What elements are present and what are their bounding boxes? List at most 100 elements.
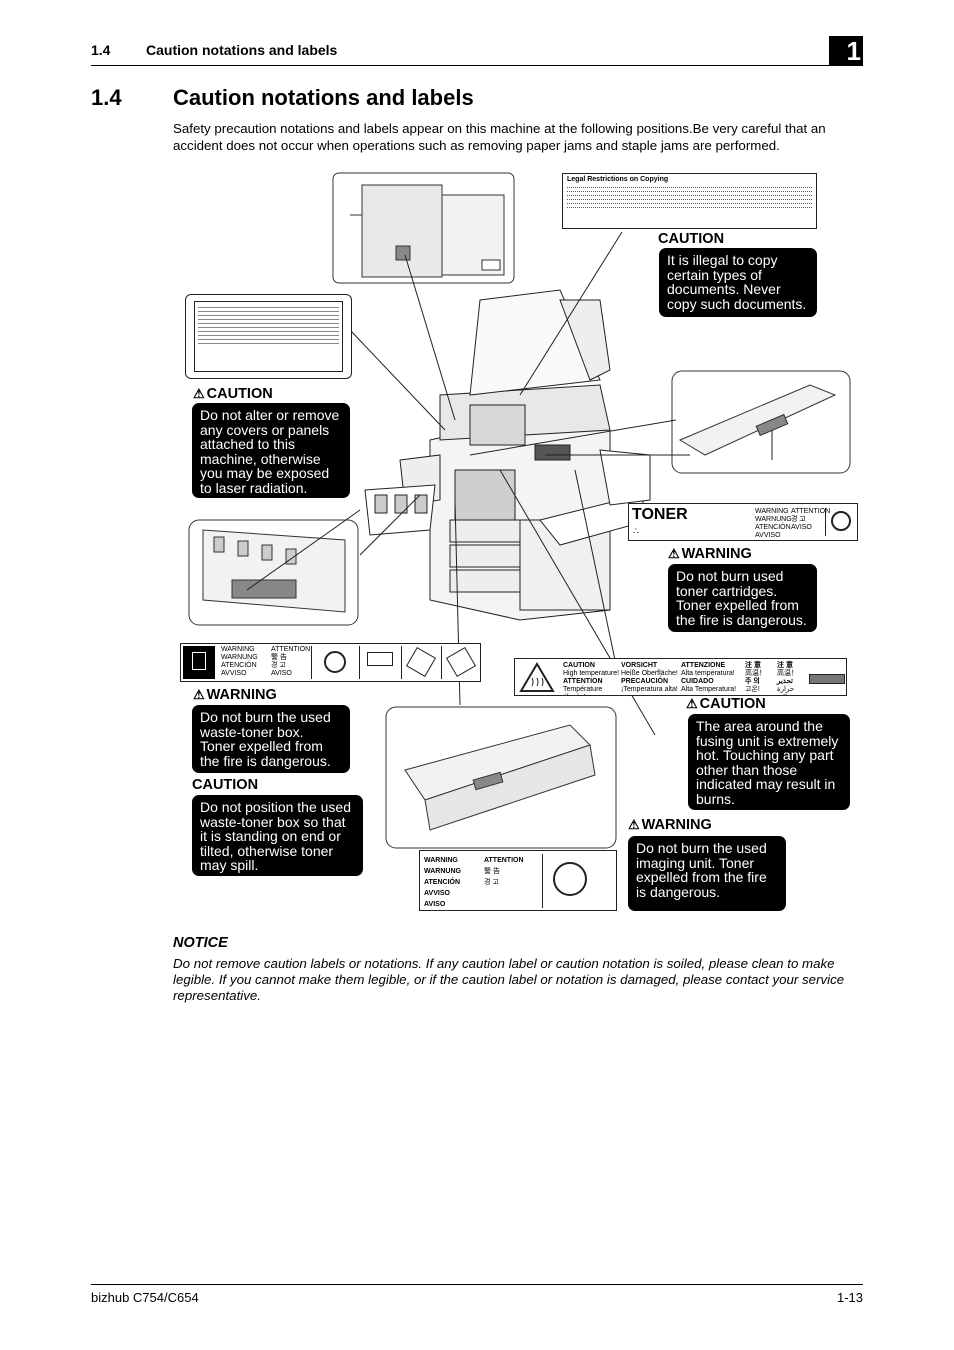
fusing-col2-line2: Heiße Oberfläche! [621, 670, 678, 677]
waste-line-7: 警 告 [271, 654, 287, 661]
imaging-unit-label: WARNING WARNUNG ATENCIÓN AVVISO AVISO AT… [419, 850, 617, 911]
toner-warning-message: Do not burn used toner cartridges. Toner… [668, 564, 817, 632]
no-fire-imaging-icon [542, 854, 615, 908]
section-heading-title: Caution notations and labels [173, 85, 474, 110]
waste-toner-label: WARNING WARNUNG ATENCIÓN AVVISO ATTENTIO… [180, 643, 481, 682]
toner-warning-heading-text: WARNING [681, 546, 752, 562]
warning-triangle-icon: ⚠ [193, 386, 205, 401]
fusing-unit-icon [809, 662, 845, 693]
waste-toner-box-icon [183, 646, 215, 679]
imaging-line-2: WARNUNG [424, 868, 461, 875]
fusing-col5-line3: تحذير [777, 678, 793, 685]
waste-line-8: 경 고 [271, 662, 286, 669]
toner-line-4: AVVISO [755, 532, 781, 539]
fusing-col2-line1: VORSICHT [621, 662, 658, 669]
waste-line-6: ATTENTION [271, 646, 311, 653]
fusing-unit-label: CAUTION High temperature! ATTENTION Temp… [514, 658, 847, 696]
legal-restrictions-title: Legal Restrictions on Copying [567, 176, 669, 183]
fusing-col2-line3: PRECAUCIÓN [621, 678, 669, 685]
chapter-number-tab: 1 [829, 36, 863, 66]
copy-caution-heading: CAUTION [658, 231, 725, 247]
laser-warning-label [185, 294, 352, 379]
fusing-col4-line2: 高温！ [745, 670, 766, 677]
laser-caution-heading: ⚠CAUTION [193, 386, 273, 402]
running-header-number: 1.4 [91, 42, 111, 58]
fusing-col5-line2: 高温！ [777, 670, 798, 677]
fusing-col3-line4: Alta Temperatura! [681, 686, 737, 693]
notice-heading: NOTICE [173, 935, 228, 951]
waste-line-2: WARNUNG [221, 654, 258, 661]
fusing-col4-line4: 고온! [745, 686, 760, 693]
waste-warning-heading-text: WARNING [206, 687, 277, 703]
waste-line-1: WARNING [221, 646, 255, 653]
toner-label: TONER ∴ WARNING WARNUNG ATENCIÓN AVVISO … [628, 503, 858, 541]
fusing-col1-line3: ATTENTION [563, 678, 603, 685]
footer-model: bizhub C754/C654 [91, 1290, 199, 1305]
waste-caution-heading: CAUTION [192, 777, 259, 793]
waste-line-5: AVISO [271, 670, 292, 677]
footer-rule [91, 1284, 863, 1285]
fusing-caution-heading: ⚠CAUTION [686, 696, 766, 712]
fusing-col5-line1: 注 意 [777, 662, 793, 669]
toner-warning-heading: ⚠WARNING [668, 546, 752, 562]
no-end-icon [441, 646, 480, 679]
fusing-col3-line1: ATTENZIONE [681, 662, 726, 669]
fusing-col2-line4: ¡Temperatura alta! [621, 686, 678, 693]
fusing-col3-line3: CUIDADO [681, 678, 714, 685]
imaging-warning-heading-text: WARNING [641, 817, 712, 833]
footer-page-number: 1-13 [836, 1290, 863, 1305]
fusing-col1-line4: Température élevée! [563, 686, 603, 695]
waste-line-4: AVVISO [221, 670, 247, 677]
imaging-line-7: 警 告 [484, 868, 500, 875]
warning-triangle-icon: ⚠ [628, 817, 640, 832]
notice-text: Do not remove caution labels or notation… [173, 956, 845, 1003]
fusing-col5-line4: حرارة عالية [777, 686, 795, 695]
toner-dots-icon: ∴ [633, 526, 639, 536]
toner-line-5: AVISO [791, 524, 812, 531]
imaging-line-8: 경 고 [484, 879, 499, 886]
fusing-col1-line1: CAUTION [563, 662, 595, 669]
warning-triangle-icon: ⚠ [668, 546, 680, 561]
legal-restrictions-text-lines [567, 187, 812, 208]
fusing-col3-line2: Alta temperatura! [681, 670, 735, 677]
fusing-col4-line3: 주 의 [745, 678, 760, 685]
running-header-title: Caution notations and labels [146, 42, 338, 58]
imaging-warning-message: Do not burn the used imaging unit. Toner… [628, 836, 786, 911]
imaging-line-3: ATENCIÓN [424, 879, 461, 886]
no-tilt-icon [401, 646, 440, 679]
section-heading-number: 1.4 [91, 85, 122, 110]
warning-triangle-icon: ⚠ [686, 696, 698, 711]
fusing-col1-line2: High temperature! [563, 670, 620, 677]
imaging-line-4: AVVISO [424, 890, 450, 897]
imaging-line-5: AVISO [424, 901, 446, 908]
waste-warning-heading: ⚠WARNING [193, 687, 277, 703]
caution-labels-figure: Legal Restrictions on Copying CAUTION It… [180, 172, 858, 911]
laser-caution-message: Do not alter or remove any covers or pan… [192, 403, 350, 498]
warning-triangle-icon: ⚠ [193, 687, 205, 702]
machine-illustration [188, 172, 851, 849]
legal-restrictions-label: Legal Restrictions on Copying [562, 173, 817, 229]
toner-line-6: ATTENTION [791, 508, 831, 515]
no-fire-icon [825, 508, 856, 536]
imaging-warning-heading: ⚠WARNING [628, 817, 712, 833]
toner-line-2: WARNUNG [755, 516, 792, 523]
imaging-line-1: WARNING [424, 857, 458, 864]
waste-line-3: ATENCIÓN [221, 662, 257, 669]
toner-line-7: 경 고 [791, 516, 806, 523]
intro-paragraph: Safety precaution notations and labels a… [173, 121, 826, 153]
waste-warning-message: Do not burn the used waste-toner box. To… [192, 705, 350, 773]
no-fire-icon [311, 646, 357, 679]
waste-caution-message: Do not position the used waste-toner box… [192, 795, 363, 876]
copy-caution-message: It is illegal to copy certain types of d… [659, 248, 817, 317]
upright-box-icon [359, 646, 400, 679]
laser-caution-heading-text: CAUTION [206, 386, 273, 402]
fusing-col4-line1: 注 意 [745, 662, 761, 669]
fusing-caution-heading-text: CAUTION [699, 696, 766, 712]
toner-line-1: WARNING [755, 508, 789, 515]
fusing-caution-message: The area around the fusing unit is extre… [688, 714, 850, 810]
hot-surface-icon [519, 662, 555, 693]
toner-word: TONER [632, 506, 688, 523]
header-rule [91, 65, 863, 66]
toner-line-3: ATENCIÓN [755, 524, 791, 531]
imaging-line-6: ATTENTION [484, 857, 524, 864]
